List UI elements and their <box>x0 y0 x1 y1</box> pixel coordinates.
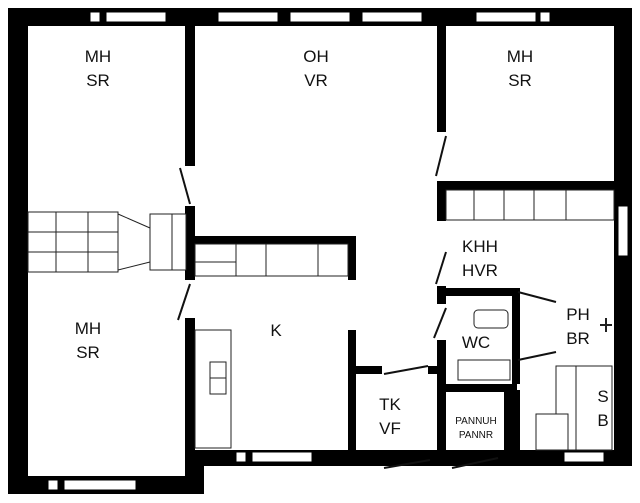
window-mh3-a <box>47 479 59 491</box>
stair-block <box>27 211 119 273</box>
window-oh-c <box>361 11 423 23</box>
door-ph <box>517 291 557 303</box>
wall-mh3-k <box>185 318 195 476</box>
room-pannuh-label: PANNUH <box>455 416 496 427</box>
door-pannu <box>451 457 499 469</box>
wall-kitchen-top <box>185 236 355 244</box>
room-mh2-sublabel: SR <box>508 71 532 90</box>
room-tk-sublabel: VF <box>379 419 401 438</box>
room-ph-sublabel: BR <box>566 329 590 348</box>
windows <box>47 11 629 491</box>
door-mh1 <box>179 167 191 205</box>
closet-row <box>445 189 615 221</box>
wall-wc-ph <box>512 288 520 384</box>
room-labels: MH SR OH VR MH SR KHH HVR MH SR K PH BR … <box>75 47 609 441</box>
window-k-a <box>235 451 247 463</box>
window-mh1-a <box>89 11 101 23</box>
kitchen-upper-cabinets <box>194 243 349 277</box>
wall-tk-top <box>356 366 382 374</box>
wall-kitchen-top-right <box>348 236 356 280</box>
window-sb <box>563 451 605 463</box>
stair-landing <box>149 213 187 271</box>
door-khh <box>435 251 447 285</box>
doors <box>177 135 557 469</box>
room-khh-sublabel: HVR <box>462 261 498 280</box>
room-pannuh-sublabel: PANNR <box>459 430 493 441</box>
room-mh1-label: MH <box>85 47 111 66</box>
door-tk-outer <box>383 459 431 469</box>
door-tk <box>383 365 429 375</box>
wall-wc-top <box>437 288 517 296</box>
wall-pannu-right <box>504 390 520 466</box>
sauna-stove <box>535 413 569 451</box>
wall-left <box>8 8 28 494</box>
wc-basin <box>457 359 511 381</box>
stairs <box>27 211 187 273</box>
room-khh-label: KHH <box>462 237 498 256</box>
room-k-label: K <box>270 321 282 340</box>
fixtures <box>194 189 615 451</box>
room-wc-label: WC <box>462 333 490 352</box>
door-ph-lower <box>517 351 557 361</box>
room-mh3-sublabel: SR <box>76 343 100 362</box>
room-mh1-sublabel: SR <box>86 71 110 90</box>
window-mh3-b <box>63 479 137 491</box>
room-oh-sublabel: VR <box>304 71 328 90</box>
stair-railing <box>117 213 151 229</box>
room-sb-label: S <box>597 387 608 406</box>
window-k-b <box>251 451 313 463</box>
door-wc <box>433 307 447 339</box>
room-mh3-label: MH <box>75 319 101 338</box>
room-sb-sublabel: B <box>597 411 608 430</box>
window-oh-b <box>289 11 351 23</box>
room-ph-label: PH <box>566 305 590 324</box>
wall-wc-bottom <box>437 384 517 392</box>
door-mh3 <box>177 283 191 321</box>
room-mh2-label: MH <box>507 47 533 66</box>
wall-k-tk <box>348 330 356 464</box>
wall-tk-right-top <box>428 366 446 374</box>
window-oh-a <box>217 11 279 23</box>
wall-khh-left-top <box>437 181 446 221</box>
window-khh <box>617 205 629 257</box>
wall-wc-left <box>437 340 446 466</box>
window-mh2-a <box>475 11 537 23</box>
window-mh2-b <box>539 11 551 23</box>
window-mh1-b <box>105 11 167 23</box>
wall-mh1-oh <box>185 26 195 166</box>
door-mh2 <box>435 135 447 177</box>
wall-oh-mh2 <box>437 26 446 132</box>
stair-railing <box>117 261 151 271</box>
wc-toilet <box>473 309 509 329</box>
room-oh-label: OH <box>303 47 329 66</box>
room-tk-label: TK <box>379 395 401 414</box>
wall-mh2-bottom <box>437 181 632 190</box>
